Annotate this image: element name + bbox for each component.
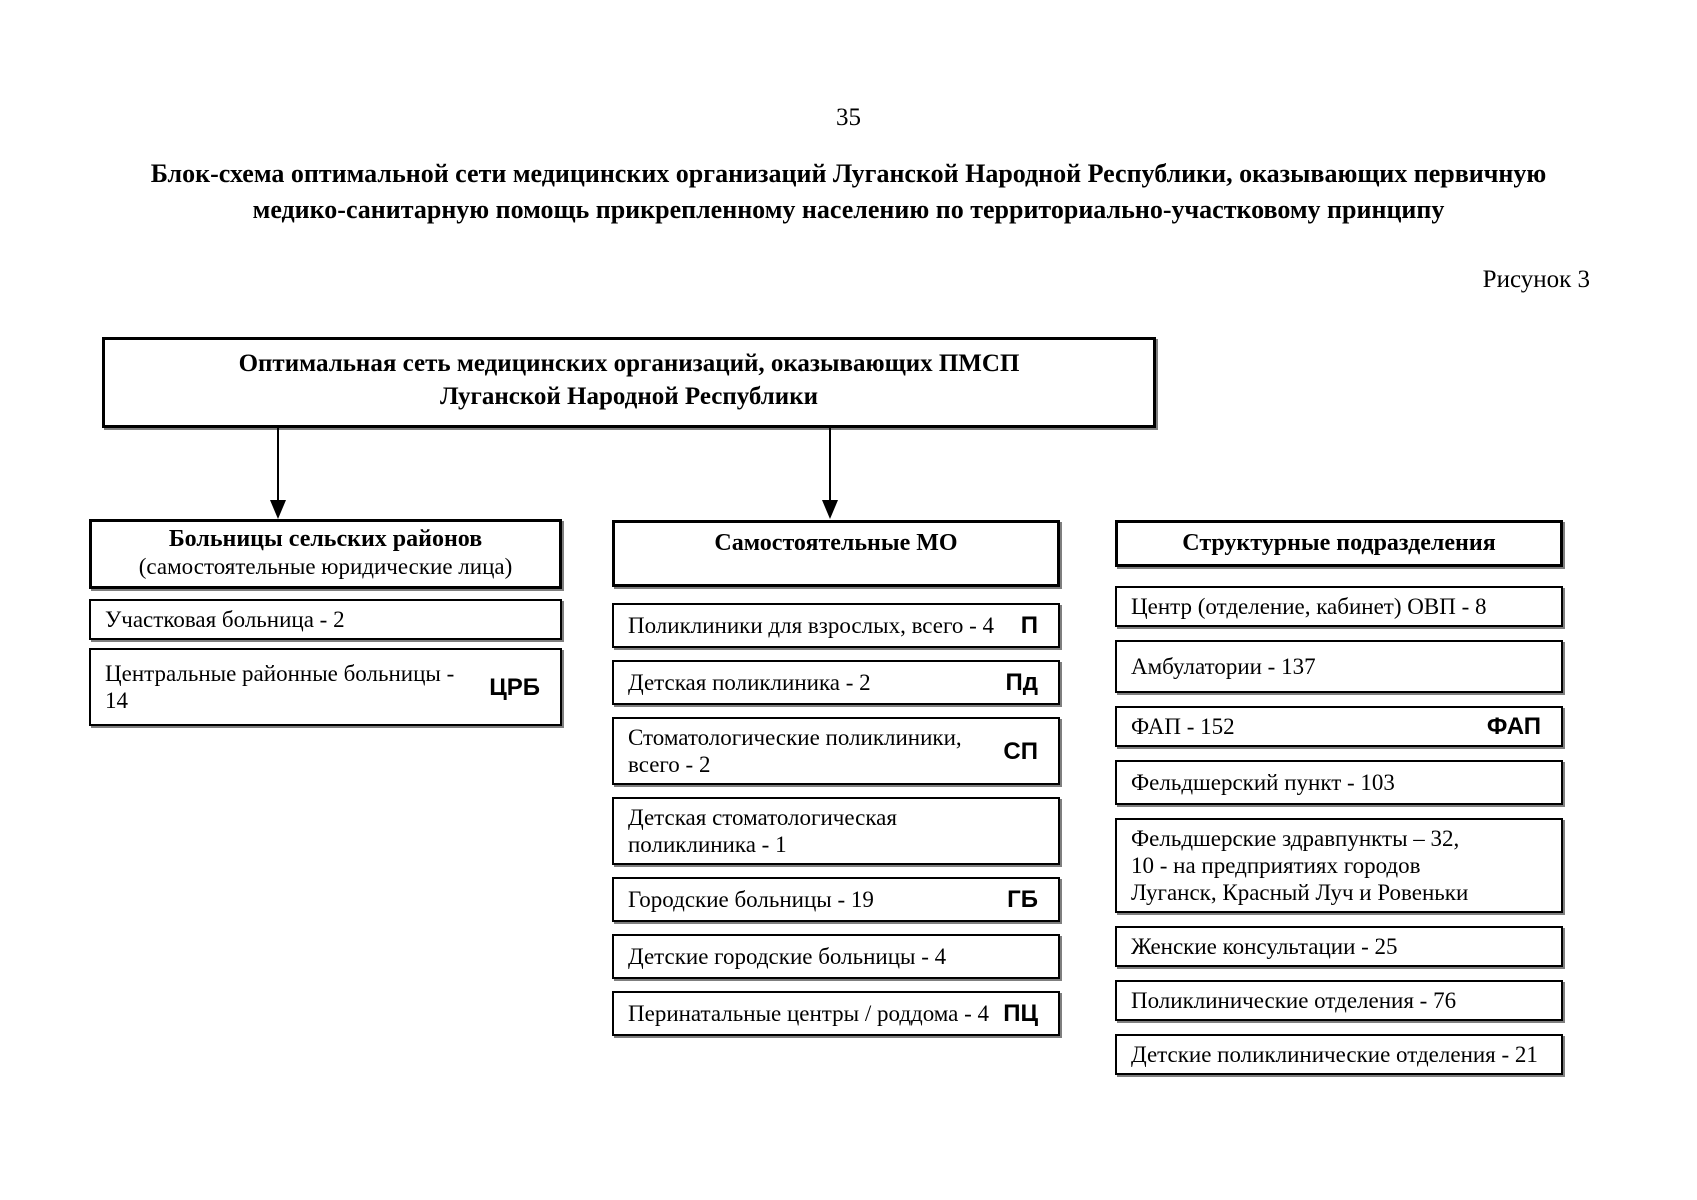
arrow-head-icon — [822, 500, 838, 519]
column-rural-district-hospitals: Больницы сельских районов (самостоятельн… — [89, 519, 562, 726]
org-label: Участковая больница - 2 — [105, 607, 345, 632]
org-label: Фельдшерские здравпункты – 32, 10 - на п… — [1131, 826, 1469, 905]
org-box: Центр (отделение, кабинет) ОВП - 8 — [1115, 586, 1563, 627]
org-abbr: ЦРБ — [489, 673, 540, 701]
arrow-line — [829, 428, 831, 502]
column-items: Участковая больница - 2 Центральные район… — [89, 599, 562, 726]
org-abbr: СП — [1003, 737, 1038, 765]
org-label: Детская стоматологическая поликлиника - … — [628, 805, 897, 857]
org-box: Фельдшерский пункт - 103 — [1115, 760, 1563, 805]
connector-arrow-left — [270, 428, 286, 519]
org-label: ФАП - 152 — [1131, 714, 1235, 739]
org-abbr: ГБ — [1007, 886, 1038, 913]
column-header-title: Структурные подразделения — [1182, 530, 1496, 556]
root-node: Оптимальная сеть медицинских организаций… — [102, 337, 1156, 428]
org-box: Детская стоматологическая поликлиника - … — [612, 797, 1060, 865]
org-box: Участковая больница - 2 — [89, 599, 562, 640]
org-box: Центральные районные больницы - 14 ЦРБ — [89, 648, 562, 726]
org-label: Женские консультации - 25 — [1131, 934, 1398, 959]
org-box: Перинатальные центры / роддома - 4 ПЦ — [612, 991, 1060, 1036]
org-label: Поликлиники для взрослых, всего - 4 — [628, 613, 995, 638]
org-label: Фельдшерский пункт - 103 — [1131, 770, 1395, 795]
org-abbr: ПЦ — [1003, 1000, 1038, 1027]
column-header-title: Больницы сельских районов — [168, 526, 483, 552]
arrow-line — [277, 428, 279, 502]
column-independent-mo: Самостоятельные МО Поликлиники для взрос… — [612, 520, 1060, 1036]
org-box: ФАП - 152 ФАП — [1115, 706, 1563, 747]
column-items: Поликлиники для взрослых, всего - 4 П Детс… — [612, 603, 1060, 1036]
org-box: Городские больницы - 19 ГБ — [612, 877, 1060, 922]
org-box: Поликлинические отделения - 76 — [1115, 980, 1563, 1021]
column-items: Центр (отделение, кабинет) ОВП - 8 Амбула… — [1115, 586, 1563, 1075]
figure-caption: Рисунок 3 — [1482, 266, 1590, 293]
org-abbr: Пд — [1005, 669, 1038, 696]
column-header: Больницы сельских районов (самостоятельн… — [89, 519, 562, 589]
org-label: Центральные районные больницы - 14 — [105, 661, 455, 713]
arrow-head-icon — [270, 500, 286, 519]
org-label: Амбулатории - 137 — [1131, 654, 1316, 679]
org-box: Фельдшерские здравпункты – 32, 10 - на п… — [1115, 818, 1563, 913]
page-number: 35 — [836, 104, 861, 131]
org-abbr: ФАП — [1486, 713, 1541, 740]
org-abbr: П — [1020, 612, 1038, 639]
org-box: Детские поликлинические отделения - 21 — [1115, 1034, 1563, 1075]
org-label: Городские больницы - 19 — [628, 887, 874, 912]
org-label: Поликлинические отделения - 76 — [1131, 988, 1457, 1013]
org-box: Женские консультации - 25 — [1115, 926, 1563, 967]
org-box: Амбулатории - 137 — [1115, 640, 1563, 693]
org-label: Детская поликлиника - 2 — [628, 670, 871, 695]
org-label: Перинатальные центры / роддома - 4 — [628, 1001, 990, 1026]
org-box: Детские городские больницы - 4 — [612, 934, 1060, 979]
root-node-line1: Оптимальная сеть медицинских организаций… — [238, 350, 1020, 377]
org-box: Поликлиники для взрослых, всего - 4 П — [612, 603, 1060, 648]
column-header-subtitle: (самостоятельные юридические лица) — [138, 554, 513, 579]
connector-arrow-middle — [822, 428, 838, 519]
org-label: Детские городские больницы - 4 — [628, 944, 947, 969]
org-label: Детские поликлинические отделения - 21 — [1131, 1042, 1538, 1067]
root-node-line2: Луганской Народной Республики — [439, 383, 819, 410]
org-label: Стоматологические поликлиники, всего - 2 — [628, 725, 962, 777]
column-header-title: Самостоятельные МО — [714, 530, 958, 556]
column-header: Структурные подразделения — [1115, 520, 1563, 567]
org-label: Центр (отделение, кабинет) ОВП - 8 — [1131, 594, 1487, 619]
org-box: Детская поликлиника - 2 Пд — [612, 660, 1060, 705]
figure-title: Блок-схема оптимальной сети медицинских … — [150, 159, 1547, 224]
column-structural-subdivisions: Структурные подразделения Центр (отделен… — [1115, 520, 1563, 1075]
org-box: Стоматологические поликлиники, всего - 2… — [612, 717, 1060, 785]
column-header: Самостоятельные МО — [612, 520, 1060, 587]
